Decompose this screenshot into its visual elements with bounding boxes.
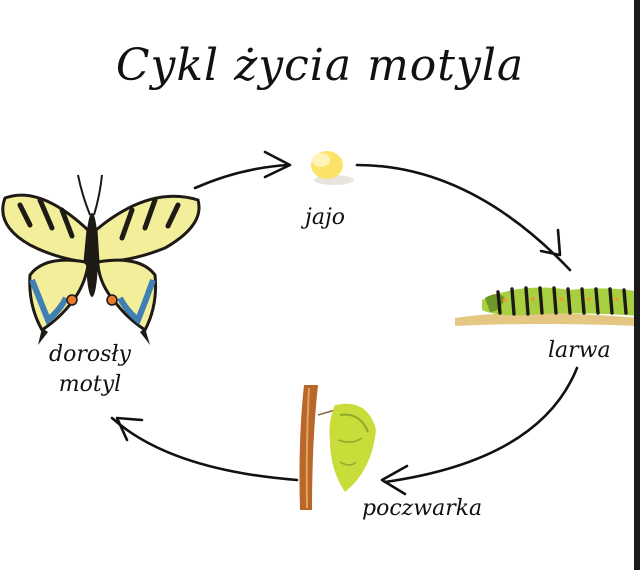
- larva-label: larwa: [548, 338, 611, 363]
- adult-label: dorosły motyl: [40, 340, 140, 400]
- right-edge-border: [634, 0, 640, 570]
- arrow-adult-to-egg: [193, 163, 290, 190]
- egg-illustration: [311, 151, 354, 185]
- butterfly-illustration: [1, 174, 201, 345]
- adult-label-line2: motyl: [58, 372, 122, 397]
- pupa-illustration: [299, 385, 376, 510]
- egg-label: jajo: [305, 205, 346, 230]
- larva-illustration: [455, 286, 640, 326]
- arrow-larva-to-pupa: [383, 366, 579, 484]
- diagram-title: Cykl życia motyla: [115, 40, 525, 91]
- arrowhead-egg-to-larva: [539, 228, 562, 257]
- arrowhead-larva-to-pupa: [380, 464, 409, 496]
- adult-label-line1: dorosły: [49, 342, 131, 367]
- arrowhead-adult-to-egg: [263, 150, 292, 179]
- arrowhead-pupa-to-adult: [115, 416, 144, 442]
- pupa-label: poczwarka: [362, 496, 483, 521]
- arrow-pupa-to-adult: [110, 416, 299, 482]
- arrow-egg-to-larva: [355, 163, 572, 272]
